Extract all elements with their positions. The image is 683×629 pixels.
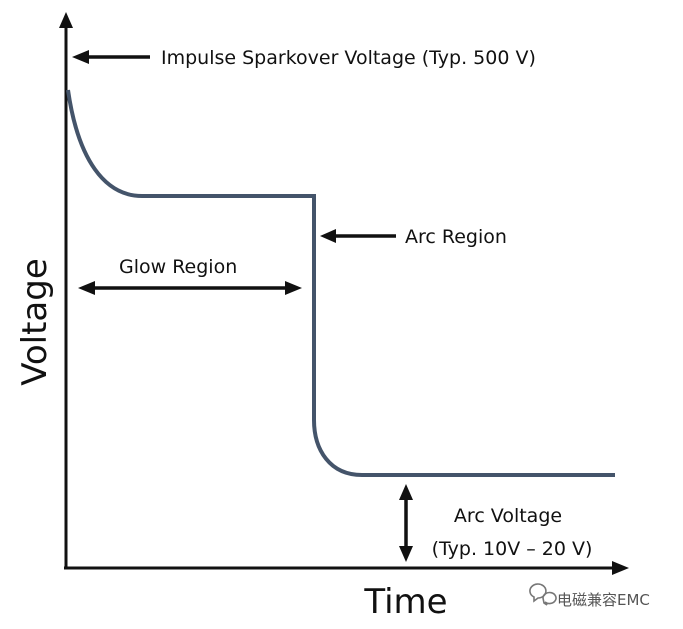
y-axis-arrowhead xyxy=(59,12,73,28)
watermark: 电磁兼容EMC xyxy=(529,583,650,609)
glow-region-arrowhead-right xyxy=(285,281,302,295)
axes xyxy=(59,12,629,575)
x-axis-arrowhead xyxy=(612,561,629,575)
impulse-sparkover-label: Impulse Sparkover Voltage (Typ. 500 V) xyxy=(161,47,536,69)
arc-voltage-arrowhead-bottom xyxy=(399,546,413,562)
glow-region-annotation: Glow Region xyxy=(78,256,302,295)
voltage-curve xyxy=(66,89,615,477)
glow-region-arrowhead-left xyxy=(78,281,95,295)
watermark-label: 电磁兼容EMC xyxy=(557,591,650,609)
arc-region-label: Arc Region xyxy=(405,226,507,248)
y-axis-title: Voltage xyxy=(15,258,55,386)
arc-region-arrowhead xyxy=(320,229,336,243)
arc-region-annotation: Arc Region xyxy=(320,226,507,248)
glow-region-label: Glow Region xyxy=(119,256,237,278)
impulse-sparkover-arrowhead xyxy=(72,50,89,64)
arc-voltage-typical-label: (Typ. 10V – 20 V) xyxy=(432,538,593,560)
impulse-sparkover-annotation: Impulse Sparkover Voltage (Typ. 500 V) xyxy=(72,47,536,69)
x-axis-title: Time xyxy=(363,582,447,622)
arc-voltage-annotation: Arc Voltage (Typ. 10V – 20 V) xyxy=(399,484,592,562)
wechat-icon xyxy=(529,583,557,606)
arc-voltage-arrowhead-top xyxy=(399,484,413,500)
arc-voltage-label: Arc Voltage xyxy=(454,505,562,527)
